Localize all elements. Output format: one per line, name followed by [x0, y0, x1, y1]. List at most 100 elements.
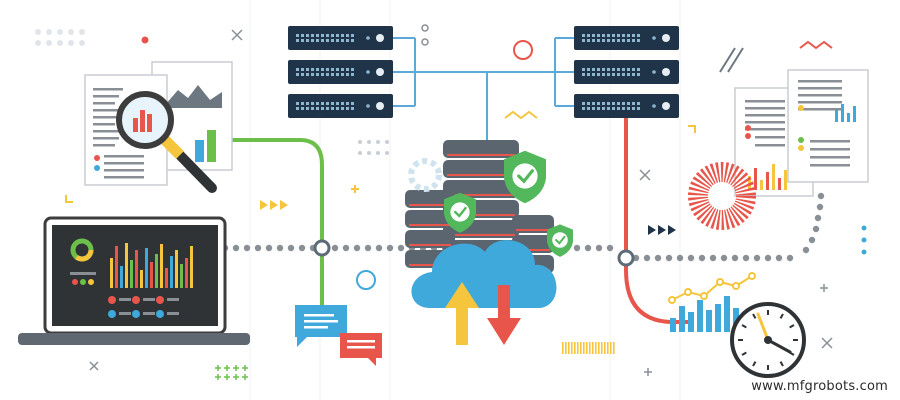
server-vent: [306, 73, 309, 76]
doc-bar: [835, 110, 838, 122]
server-vent: [341, 68, 344, 71]
server-vent: [622, 107, 625, 110]
dot: [397, 244, 405, 252]
laptop-bar: [175, 250, 178, 288]
chart-bar: [679, 306, 685, 332]
server-vent: [331, 107, 334, 110]
green-node: [313, 239, 331, 257]
chart-bar: [670, 318, 676, 332]
server-vent: [316, 39, 319, 42]
db-stripe: [409, 224, 451, 226]
server-vent: [311, 73, 314, 76]
doc-line: [755, 128, 785, 131]
shield-check: [517, 169, 534, 184]
clock-tick: [779, 313, 784, 319]
dot: [775, 254, 783, 262]
doc-line: [93, 130, 123, 133]
laptop-bar: [130, 260, 133, 288]
server-vent: [321, 102, 324, 105]
dot: [808, 236, 816, 244]
db-layer: [443, 160, 519, 178]
server-vent: [612, 102, 615, 105]
server-vent: [336, 39, 339, 42]
server-vent: [346, 39, 349, 42]
server-led: [366, 70, 370, 74]
server-vent: [622, 102, 625, 105]
server-vent: [311, 102, 314, 105]
server-vent: [296, 73, 299, 76]
server-vent: [326, 34, 329, 37]
server-led: [652, 36, 656, 40]
doc-bar: [766, 172, 769, 190]
laptop-bar: [165, 268, 168, 288]
laptop-bar: [140, 270, 143, 288]
server-unit: [574, 60, 679, 84]
server-vent: [632, 102, 635, 105]
server-vent: [296, 107, 299, 110]
dot: [698, 254, 706, 262]
server-vent: [612, 39, 615, 42]
db-stripe: [409, 204, 451, 206]
server-unit: [288, 94, 393, 118]
server-vent: [607, 107, 610, 110]
report-document-icon: [84, 61, 233, 186]
server-vent: [602, 68, 605, 71]
grid-dot: [57, 40, 63, 46]
laptop-bar: [190, 246, 193, 288]
server-vent: [351, 39, 354, 42]
server-vent: [311, 39, 314, 42]
laptop-bar: [125, 243, 128, 288]
server-vent: [587, 73, 590, 76]
server-vent: [301, 68, 304, 71]
grid-dot: [79, 40, 85, 46]
clock-tick: [752, 361, 757, 367]
dot: [676, 254, 684, 262]
server-vent: [326, 102, 329, 105]
doc-bullet: [798, 105, 804, 111]
server-vent: [582, 107, 585, 110]
server-vent: [592, 39, 595, 42]
server-vent: [587, 102, 590, 105]
dot: [817, 192, 825, 200]
laptop-bar: [160, 244, 163, 288]
barcode-line: [610, 342, 612, 354]
server-vent: [311, 107, 314, 110]
server-vent: [622, 34, 625, 37]
server-vent: [622, 68, 625, 71]
shield-check: [555, 235, 566, 245]
laptop-bar: [170, 256, 173, 288]
laptop-bar: [150, 262, 153, 288]
server-vent: [296, 39, 299, 42]
server-vent: [351, 102, 354, 105]
barcode-line: [580, 342, 582, 354]
doc-line: [798, 108, 842, 111]
db-layer: [443, 180, 519, 198]
db-stripe: [447, 214, 515, 216]
doc-line: [93, 123, 115, 126]
grid-dot: [358, 140, 362, 144]
clock-tick: [741, 351, 747, 356]
shield-check-icon: [444, 150, 573, 257]
barcode-line: [589, 342, 591, 354]
server-vent: [331, 39, 334, 42]
dot: [265, 244, 273, 252]
dot: [331, 244, 339, 252]
doc-line: [810, 140, 850, 143]
server-led: [662, 68, 670, 76]
server-vent: [632, 68, 635, 71]
barcode-line: [592, 342, 594, 354]
server-vent: [301, 102, 304, 105]
clock-icon: [730, 302, 806, 378]
server-vent: [306, 39, 309, 42]
server-vent: [597, 73, 600, 76]
doc-bar: [784, 170, 787, 190]
doc-line: [745, 107, 785, 110]
doc-line: [104, 176, 144, 179]
dot: [802, 246, 810, 254]
server-unit: [288, 60, 393, 84]
db-layer: [443, 140, 519, 158]
server-vent: [627, 73, 630, 76]
bar-chart-icon: [668, 272, 756, 332]
doc-line: [745, 100, 785, 103]
server-vent: [627, 39, 630, 42]
